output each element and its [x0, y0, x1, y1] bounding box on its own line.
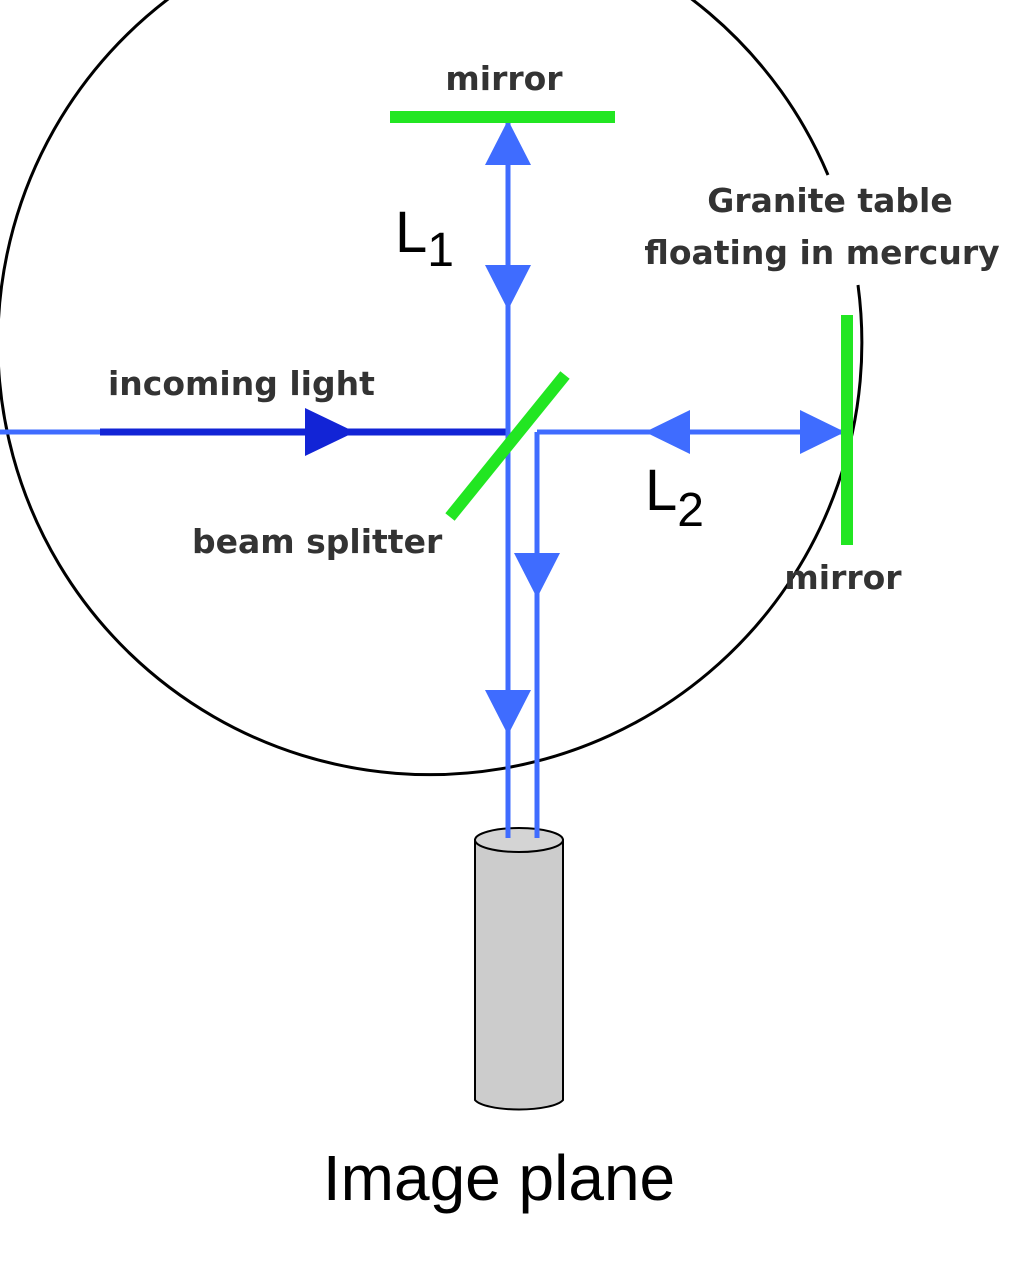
arrow-arm2-left	[645, 410, 690, 454]
incoming-light-label: incoming light	[108, 364, 375, 403]
granite-label-line2: floating in mercury	[644, 233, 999, 272]
l1-subscript: 1	[427, 224, 454, 277]
arrow-incoming	[305, 408, 355, 456]
l2-subscript: 2	[677, 484, 704, 537]
l1-letter: L	[395, 200, 427, 265]
arrow-output-right	[514, 553, 560, 598]
beam-splitter	[445, 371, 570, 521]
image-plane-caption: Image plane	[323, 1142, 675, 1214]
l2-letter: L	[645, 458, 677, 523]
beam-arrows	[305, 120, 845, 735]
arrow-arm1-down	[485, 265, 531, 310]
arrow-output-left	[485, 690, 531, 735]
optics	[390, 111, 853, 545]
mirror-right-label: mirror	[784, 558, 902, 597]
arrow-arm2-right	[800, 410, 845, 454]
granite-table-outline	[0, 0, 864, 777]
arrow-arm1-up	[485, 120, 531, 165]
mirror-top-label: mirror	[445, 59, 563, 98]
granite-label-line1: Granite table	[707, 181, 952, 220]
l2-label: L2	[645, 458, 704, 537]
detector-cylinder	[474, 827, 564, 1111]
l1-label: L1	[395, 200, 454, 277]
beam-splitter-label: beam splitter	[192, 522, 443, 561]
